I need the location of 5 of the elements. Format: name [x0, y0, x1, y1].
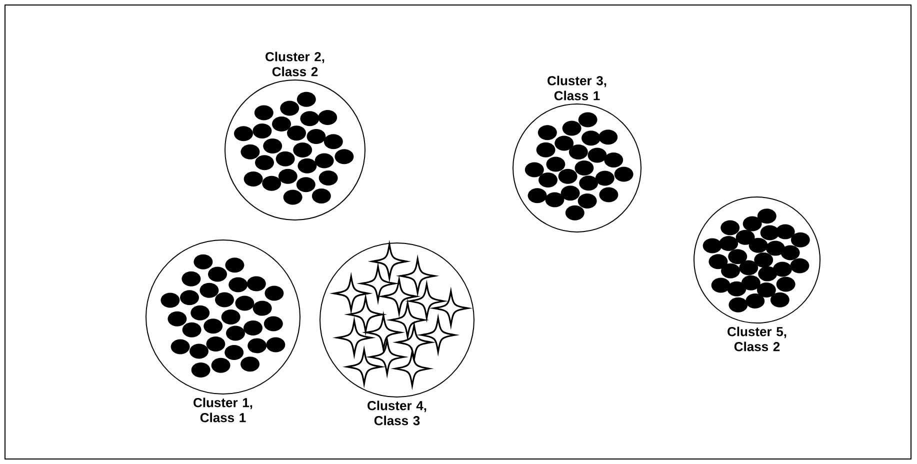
- node-label: Cluster 4, Class 3: [368, 400, 426, 426]
- node-label: Cluster 3, Class 1: [548, 76, 606, 100]
- node-label: Cluster 1, Class 1: [194, 398, 252, 422]
- node-label: Cluster 2, Class 2: [266, 52, 324, 76]
- node-label: Cluster 5, Class 2: [728, 326, 786, 352]
